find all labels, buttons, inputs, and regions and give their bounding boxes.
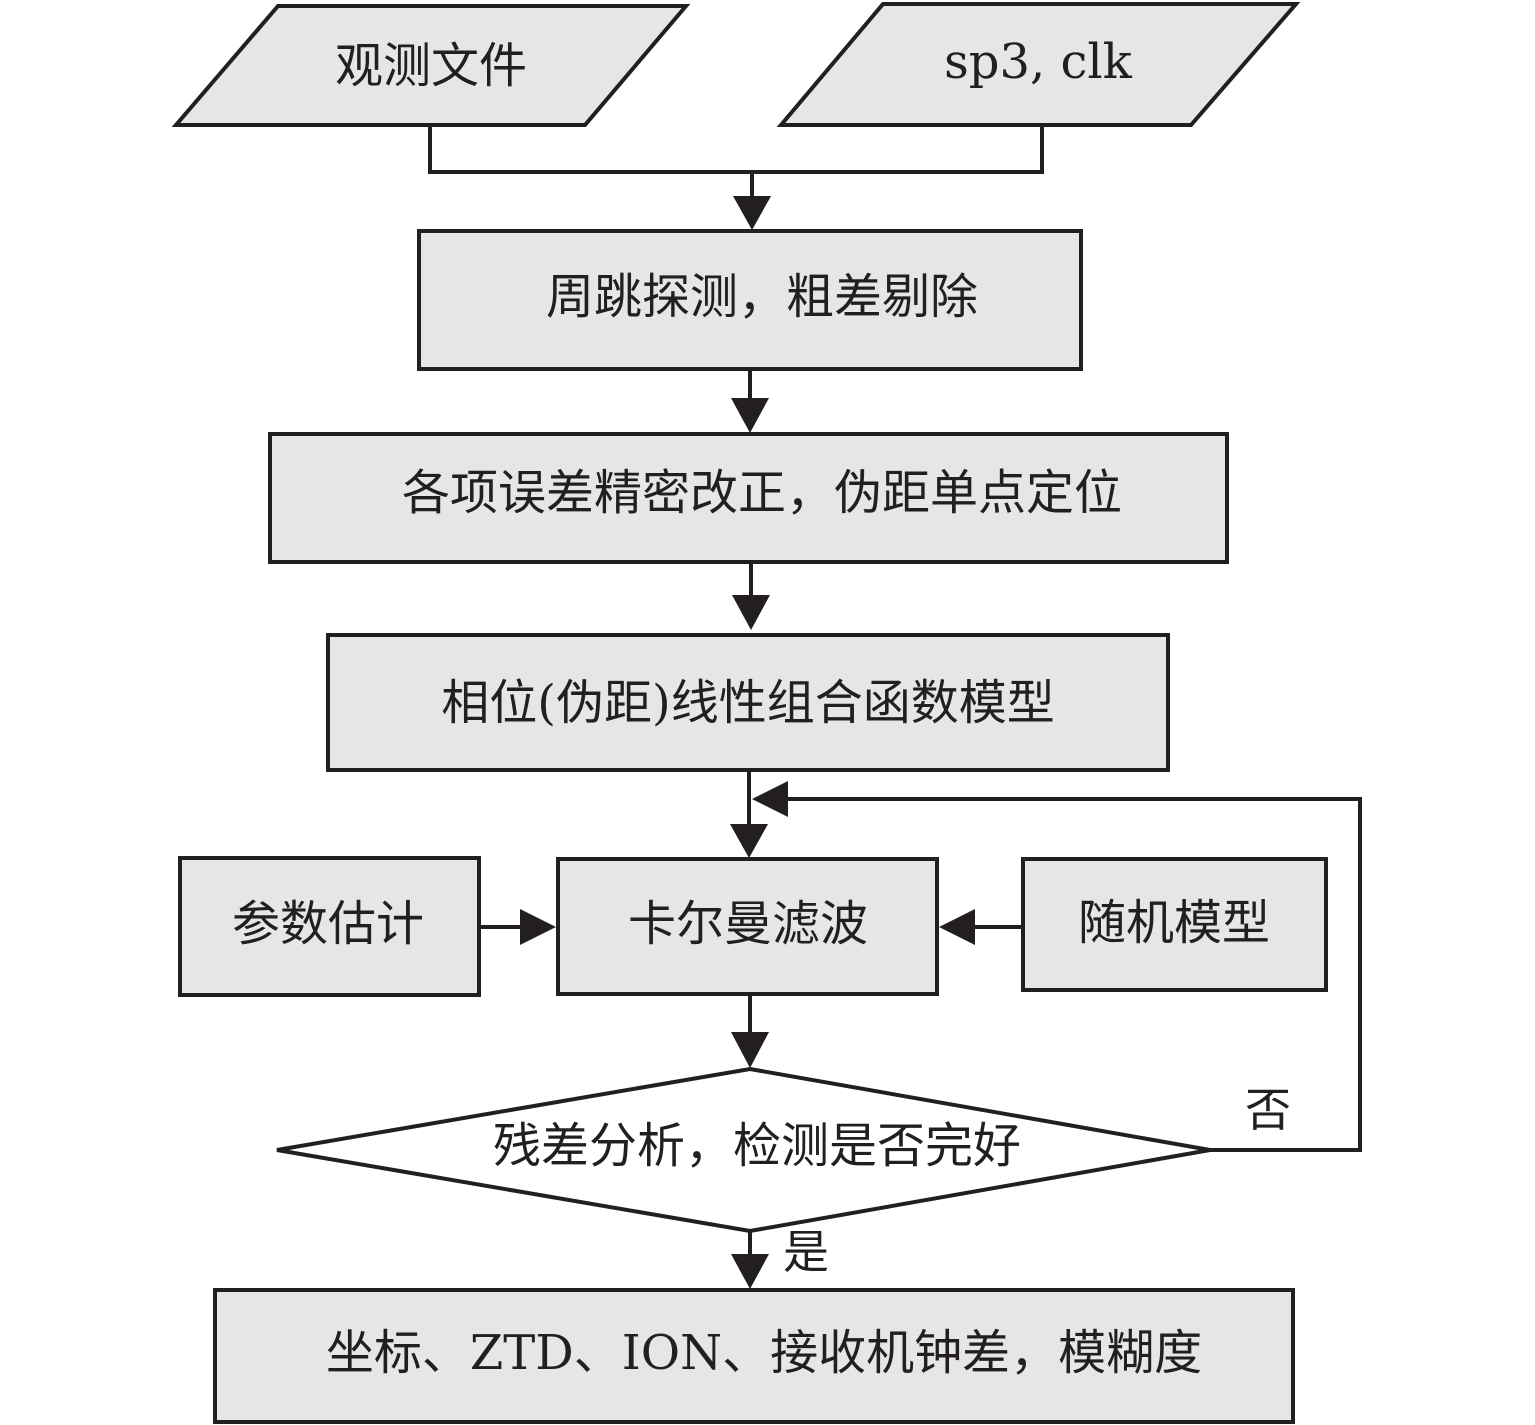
connector-parameter-to-kalman [481, 909, 556, 945]
arrowhead-to-cycle-slip [733, 196, 771, 230]
functional-model-label: 相位(伪距)线性组合函数模型 [441, 675, 1054, 731]
connector-stochastic-to-kalman [939, 909, 1021, 945]
connector-correction-to-model [732, 564, 770, 630]
parameter-estimation-label: 参数估计 [232, 896, 424, 952]
sp3-clk-node: sp3, clk [776, 1, 1301, 127]
cycle-slip-label: 周跳探测，粗差剔除 [546, 269, 978, 325]
connector-no-loop [752, 781, 1362, 1152]
observation-file-node: 观测文件 [171, 3, 691, 127]
kalman-filter-label: 卡尔曼滤波 [628, 896, 868, 952]
output-label: 坐标、ZTD、ION、接收机钟差，模糊度 [326, 1325, 1202, 1381]
stochastic-model-label: 随机模型 [1078, 895, 1270, 951]
output-node: 坐标、ZTD、ION、接收机钟差，模糊度 [213, 1288, 1295, 1424]
cycle-slip-node: 周跳探测，粗差剔除 [417, 229, 1083, 371]
connector-kalman-to-residual [731, 996, 769, 1068]
residual-analysis-decision: 残差分析，检测是否完好 [276, 1066, 1211, 1234]
functional-model-node: 相位(伪距)线性组合函数模型 [326, 633, 1170, 772]
inputs-merge-connector [428, 127, 1044, 230]
kalman-filter-node: 卡尔曼滤波 [556, 857, 939, 996]
residual-analysis-label: 残差分析，检测是否完好 [493, 1118, 1021, 1174]
stochastic-model-node: 随机模型 [1021, 857, 1328, 992]
connector-model-to-kalman [730, 772, 768, 858]
no-branch-label: 否 [1245, 1083, 1291, 1137]
error-correction-node: 各项误差精密改正，伪距单点定位 [268, 432, 1229, 564]
observation-file-label: 观测文件 [335, 38, 527, 94]
error-correction-label: 各项误差精密改正，伪距单点定位 [402, 465, 1122, 521]
arrowhead-loop-back [752, 781, 788, 817]
yes-branch-label: 是 [783, 1225, 829, 1279]
connector-yes-to-output [731, 1232, 769, 1289]
sp3-clk-label: sp3, clk [944, 34, 1133, 90]
parameter-estimation-node: 参数估计 [178, 856, 481, 997]
connector-cycle-slip-to-correction [731, 371, 769, 433]
